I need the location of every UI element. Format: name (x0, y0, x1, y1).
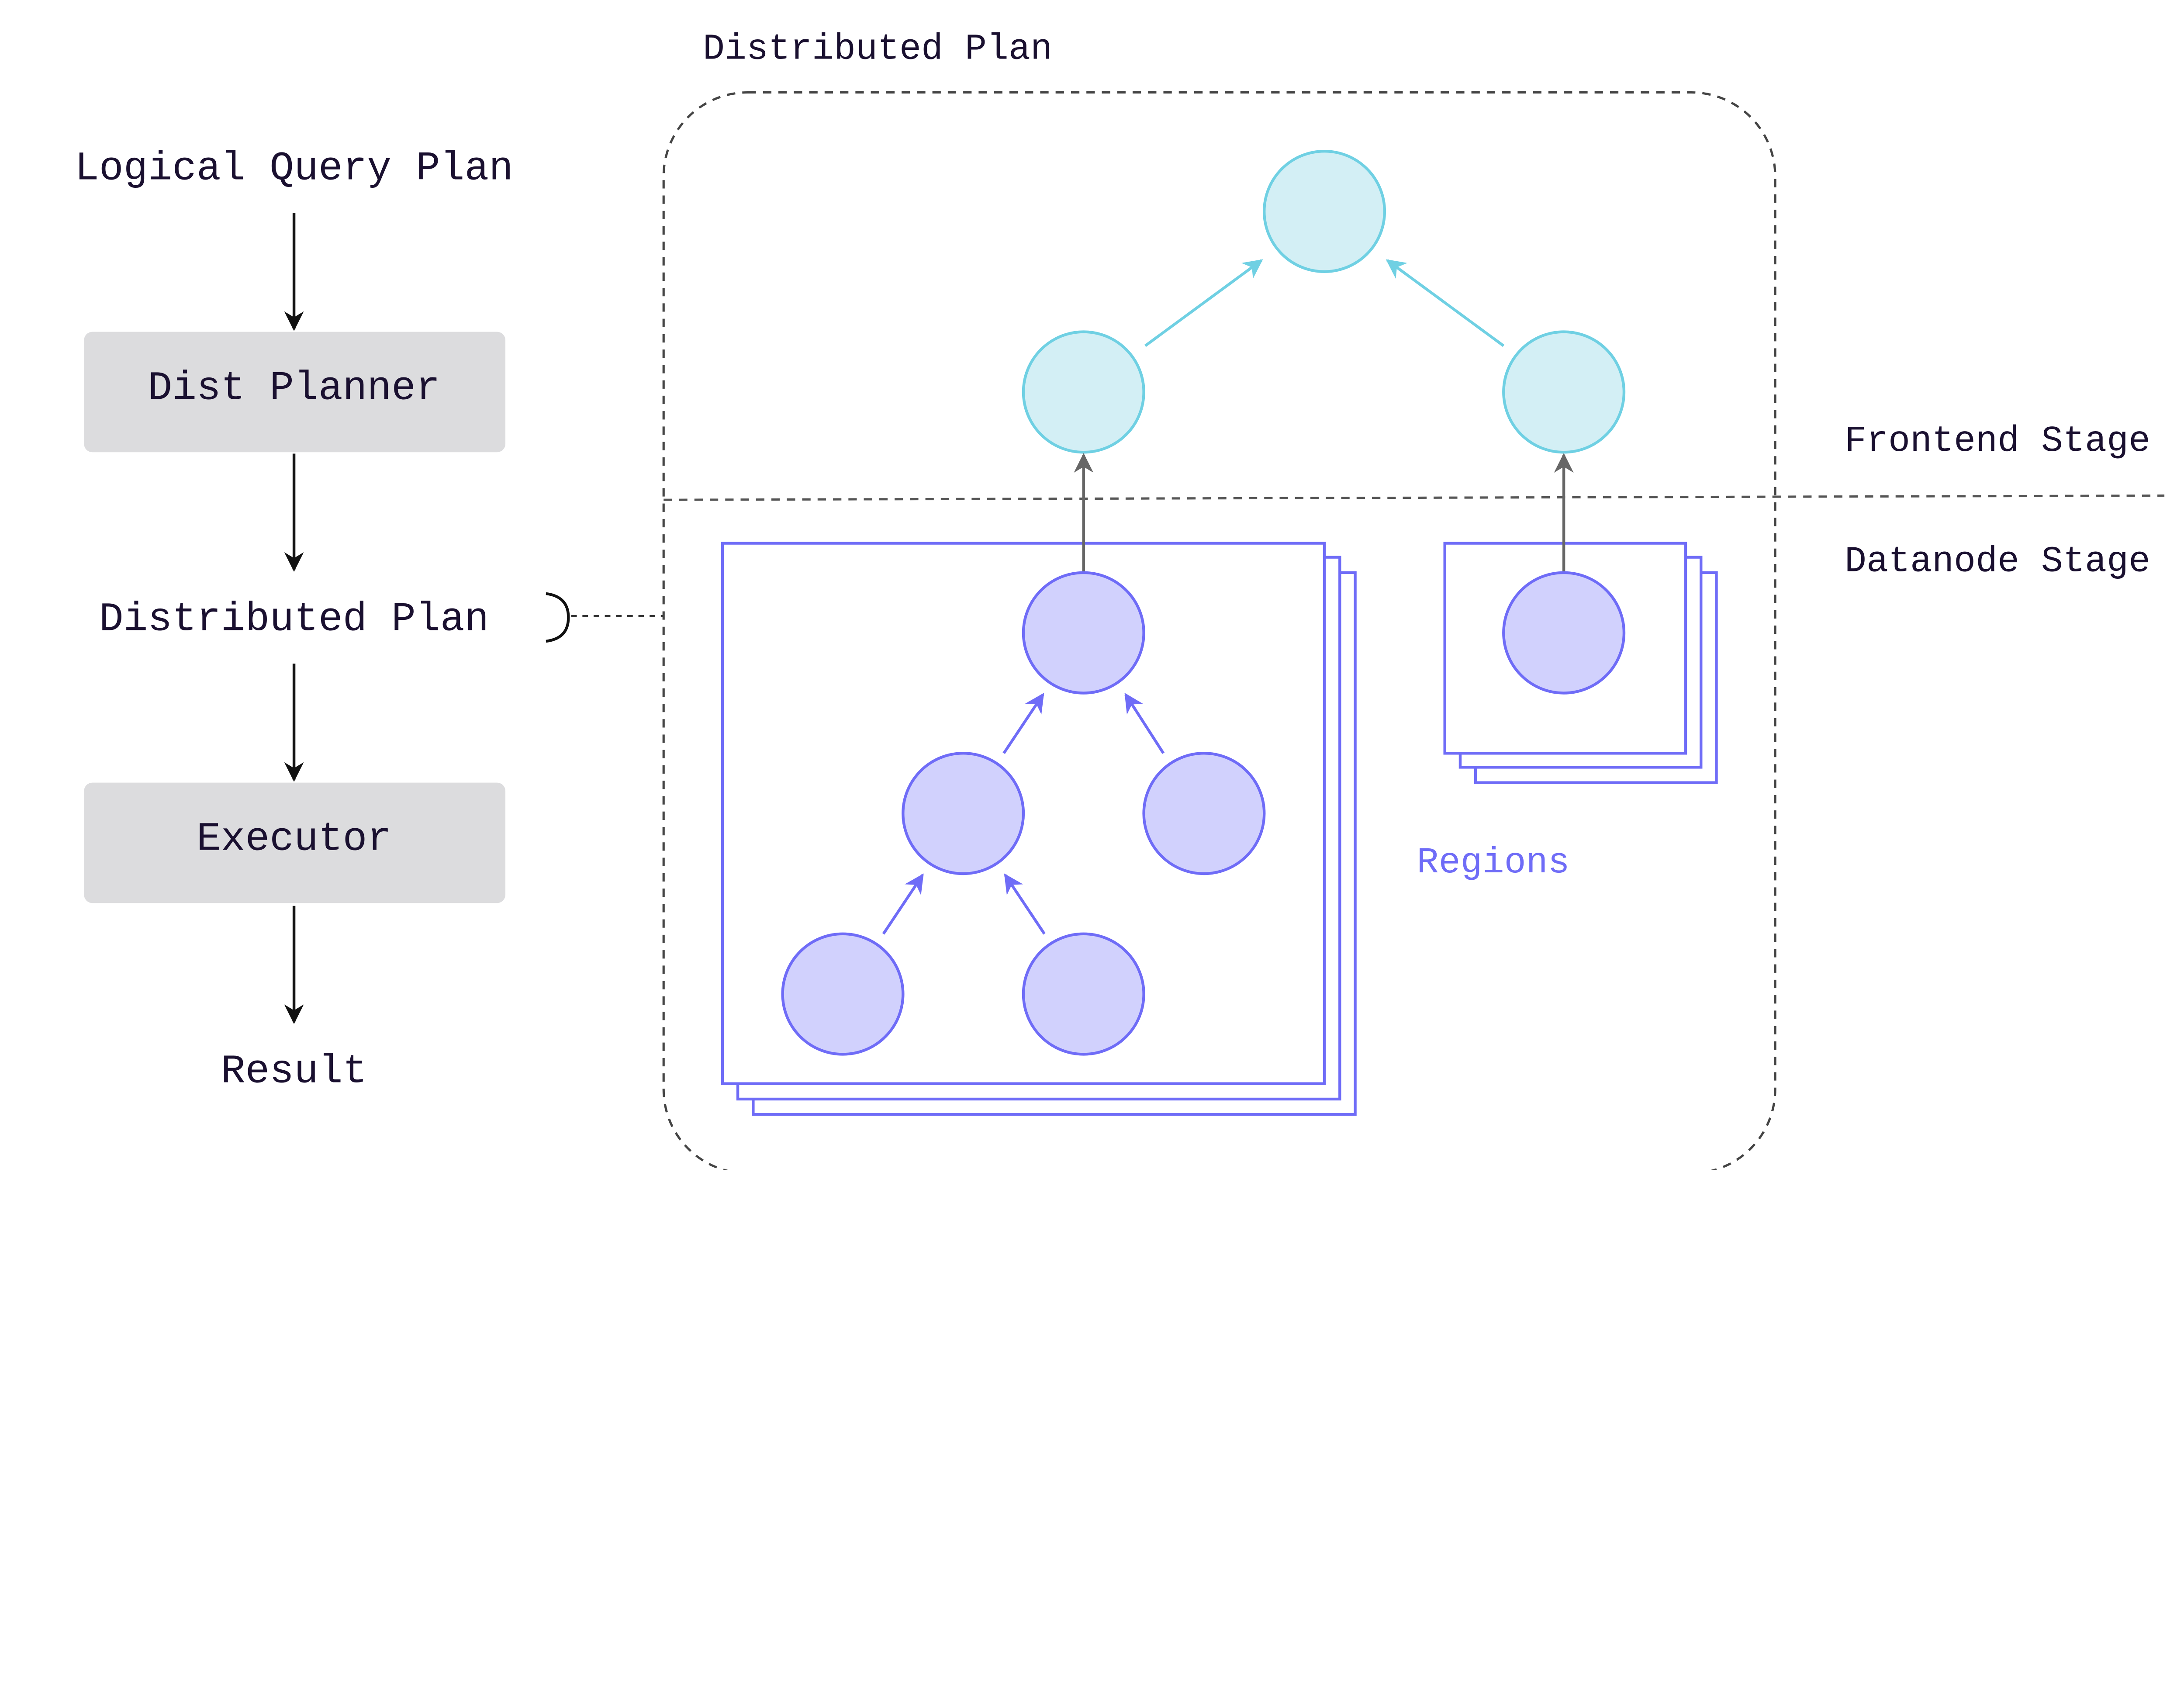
datanode-stage-label: Datanode Stage (1845, 542, 2150, 583)
frontend-stage-label: Frontend Stage (1845, 421, 2150, 462)
frontend-node-right (1502, 330, 1626, 454)
distributed-query-diagram: Logical Query Plan Dist Planner Distribu… (75, 29, 2165, 1171)
frontend-arrow (1386, 259, 1505, 347)
datanode-node (1142, 752, 1266, 875)
distributed-plan-label: Distributed Plan (99, 596, 489, 642)
distributed-plan-title: Distributed Plan (703, 29, 1052, 70)
regions-label: Regions (1417, 843, 1570, 884)
datanode-arrow (1004, 873, 1046, 935)
datanode-arrow (1124, 692, 1165, 754)
logical-query-plan-label: Logical Query Plan (75, 145, 513, 191)
datanode-node (1502, 571, 1626, 695)
distributed-plan-container (662, 91, 1776, 1171)
datanode-node (1022, 571, 1145, 695)
brace-icon (546, 592, 570, 643)
datanode-node (1022, 932, 1145, 1056)
frontend-arrow (1144, 259, 1263, 347)
dist-planner-box (84, 332, 506, 453)
stage-divider (663, 494, 2165, 501)
datanode-node (902, 752, 1025, 875)
dist-planner-label: Dist Planner (148, 365, 440, 411)
datanode-arrow (882, 873, 924, 935)
datanode-arrow (1002, 693, 1044, 754)
frontend-node-left (1022, 330, 1145, 454)
frontend-node-root (1263, 149, 1386, 273)
executor-box (84, 782, 506, 903)
executor-label: Executor (197, 816, 391, 862)
datanode-node (781, 932, 905, 1056)
result-label: Result (221, 1049, 367, 1095)
